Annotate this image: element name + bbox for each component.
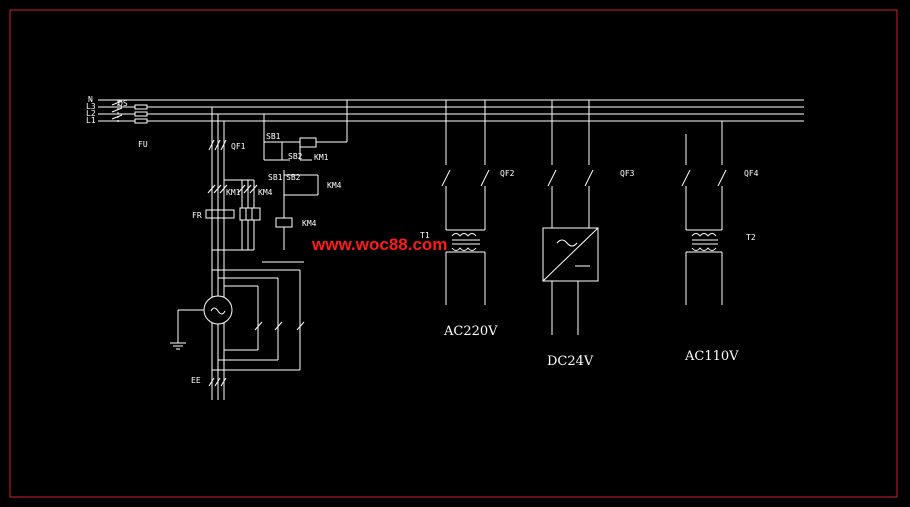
- qf1-label: QF1: [231, 142, 246, 151]
- fu-label: FU: [138, 140, 148, 149]
- ee-label: EE: [191, 376, 201, 385]
- bus-label-l2: L2: [86, 109, 96, 118]
- sb1-mid-label: SB1: [268, 173, 283, 182]
- ac110v-label: AC110V: [684, 349, 739, 364]
- control-circuit: [262, 100, 348, 263]
- main-switch-qs: [111, 100, 123, 124]
- breaker-qf1: [208, 139, 227, 151]
- thermal-relay-fr: [205, 207, 261, 221]
- qf4-label: QF4: [744, 169, 759, 178]
- motor-symbol: [203, 269, 305, 371]
- qf2-label: QF2: [500, 169, 515, 178]
- t1-label: T1: [420, 231, 430, 240]
- km4-contact-label: KM4: [258, 188, 273, 197]
- qs-label: QS: [118, 99, 128, 108]
- ac220v-label: AC220V: [443, 324, 498, 339]
- km1-contact-label: KM1: [226, 188, 241, 197]
- ground-icon: [170, 309, 204, 350]
- sb1-top-label: SB1: [266, 132, 281, 141]
- fuses-fu: [134, 104, 148, 124]
- branch-dc24v: [542, 100, 599, 335]
- watermark-text: www.woc88.com: [311, 235, 447, 254]
- contactor-contacts-km1: [207, 184, 228, 194]
- qf3-label: QF3: [620, 169, 635, 178]
- km4-right-label: KM4: [327, 181, 342, 190]
- sb2-top-label: SB2: [288, 152, 303, 161]
- bus-bars: [98, 99, 804, 122]
- drawing-frame: [9, 9, 898, 498]
- bus-label-l1: L1: [86, 116, 96, 125]
- branch-ac110v: [681, 121, 727, 305]
- breaker-ee: [208, 377, 227, 387]
- branch-ac220v: [441, 100, 490, 305]
- sb2-mid-label: SB2: [286, 173, 301, 182]
- motor-circuit-lines: [211, 107, 225, 400]
- dc24v-label: DC24V: [547, 354, 594, 369]
- km4-coil-label: KM4: [302, 219, 317, 228]
- bus-label-l3: L3: [86, 102, 96, 111]
- km1-coil-label: KM1: [314, 153, 329, 162]
- t2-label: T2: [746, 233, 756, 242]
- bus-label-n: N: [88, 95, 93, 104]
- fr-label: FR: [192, 211, 202, 220]
